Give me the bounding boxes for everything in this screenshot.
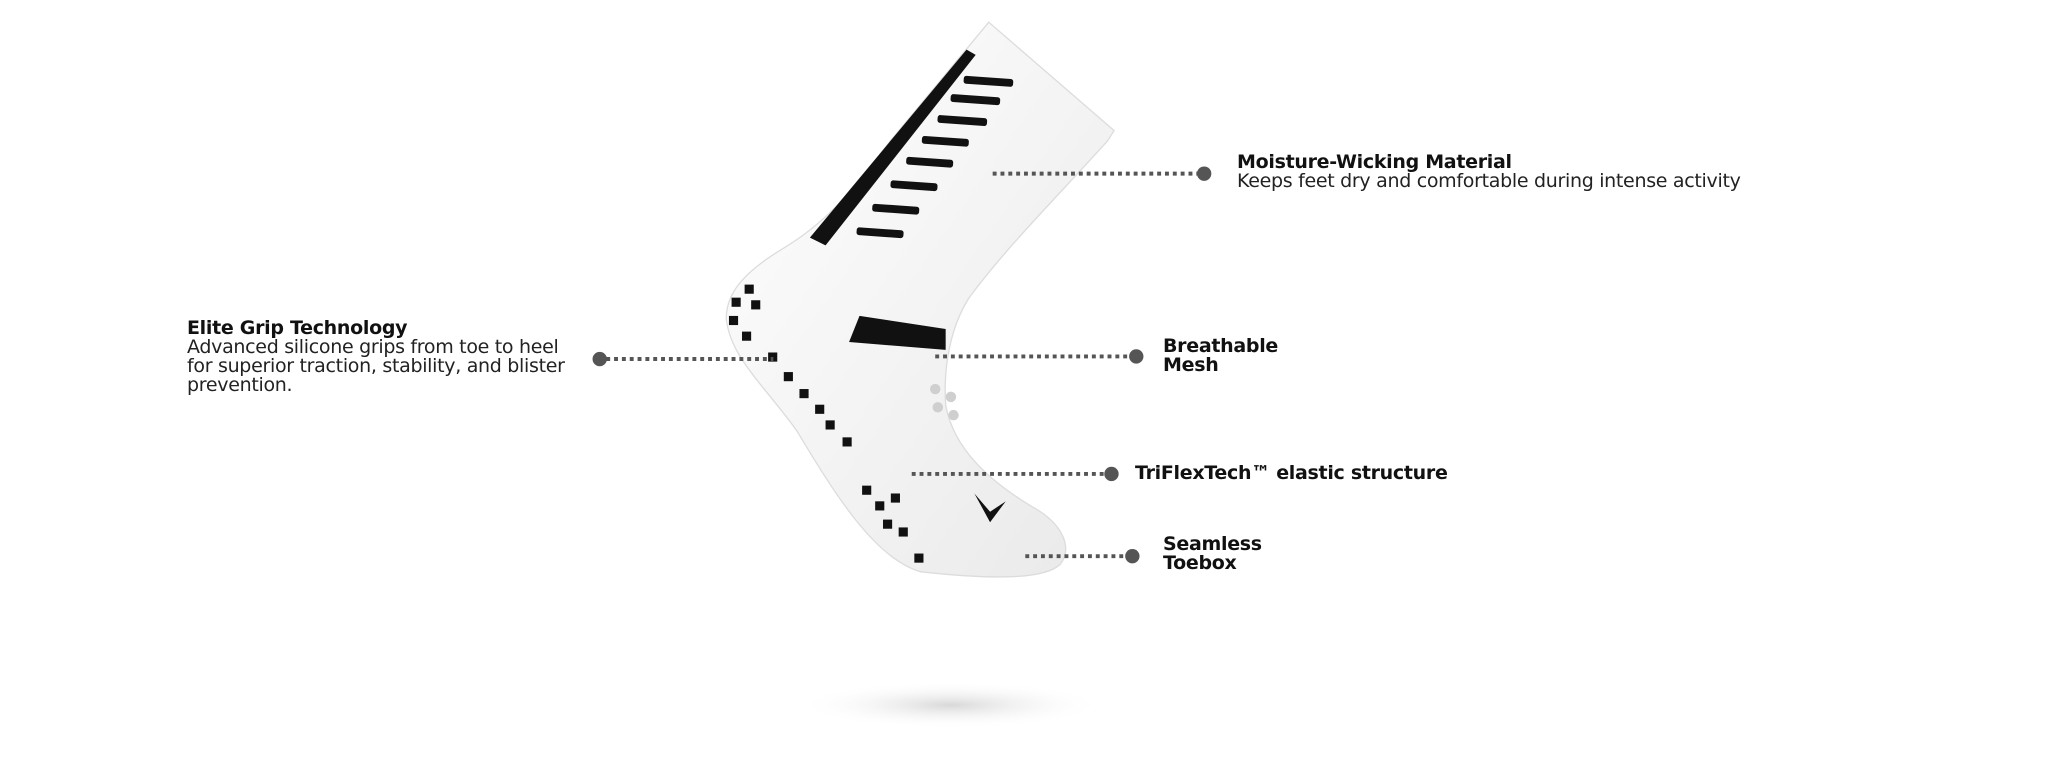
callout-title: Elite Grip Technology bbox=[187, 317, 408, 339]
callout-title-line: Mesh bbox=[1163, 354, 1219, 376]
sock-body bbox=[725, 21, 1115, 578]
callout-title-line: Breathable bbox=[1163, 335, 1278, 357]
callout-dots bbox=[592, 166, 1212, 564]
callout-description-line: for superior traction, stability, and bl… bbox=[187, 355, 565, 377]
dot-grip bbox=[592, 351, 607, 367]
leader-lines bbox=[606, 171, 1199, 559]
dot-triflex bbox=[1104, 466, 1119, 482]
toe-chevron-logo bbox=[974, 493, 1006, 523]
dot-mesh bbox=[1129, 349, 1144, 364]
callout-description: Keeps feet dry and comfortable during in… bbox=[1237, 170, 1741, 192]
callout-title-line: Toebox bbox=[1163, 552, 1237, 574]
drop-shadow bbox=[796, 681, 1105, 729]
grip-pads bbox=[728, 284, 924, 563]
mesh-dots bbox=[930, 383, 959, 421]
callout-title-line: Seamless bbox=[1163, 533, 1262, 555]
dot-moisture bbox=[1196, 166, 1212, 181]
cuff-stripes bbox=[809, 49, 1014, 350]
dot-toebox bbox=[1125, 548, 1140, 564]
callout-title: Moisture-Wicking Material bbox=[1237, 151, 1512, 173]
callout-description-line: Advanced silicone grips from toe to heel bbox=[187, 336, 559, 358]
callout-title: TriFlexTech™ elastic structure bbox=[1135, 462, 1448, 484]
callout-description-line: prevention. bbox=[187, 374, 293, 396]
